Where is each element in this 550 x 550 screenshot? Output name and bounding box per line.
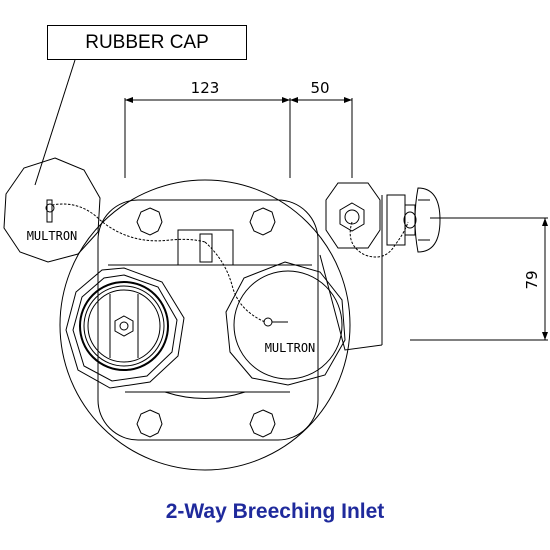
rubber-cap-callout: RUBBER CAP [47, 25, 247, 60]
dimension-50-label: 50 [310, 79, 329, 97]
drain-valve-assembly [319, 182, 441, 351]
dimension-50: 50 [290, 79, 353, 178]
dimension-123-label: 123 [191, 79, 220, 97]
dimension-79-label: 79 [523, 270, 541, 289]
bolt-hole-icon [136, 207, 163, 236]
hex-nut-icon [114, 315, 134, 337]
left-cap-label: MULTRON [27, 229, 78, 243]
left-inlet [65, 267, 185, 389]
callout-label: RUBBER CAP [85, 31, 209, 53]
bolt-hole-icon [249, 207, 276, 236]
chain-right [349, 221, 409, 258]
hex-nut-icon [339, 202, 365, 232]
dimension-123: 123 [124, 79, 291, 178]
right-cap-label: MULTRON [265, 341, 316, 355]
bolt-hole-icon [249, 409, 276, 438]
callout-leader [34, 59, 76, 186]
chain-left [51, 203, 206, 243]
drawing-caption: 2-Way Breeching Inlet [165, 500, 385, 523]
dimension-79: 79 [410, 217, 548, 341]
left-rubber-cap: MULTRON [3, 157, 101, 263]
bolt-hole-icon [136, 409, 163, 438]
main-flange [59, 179, 351, 471]
